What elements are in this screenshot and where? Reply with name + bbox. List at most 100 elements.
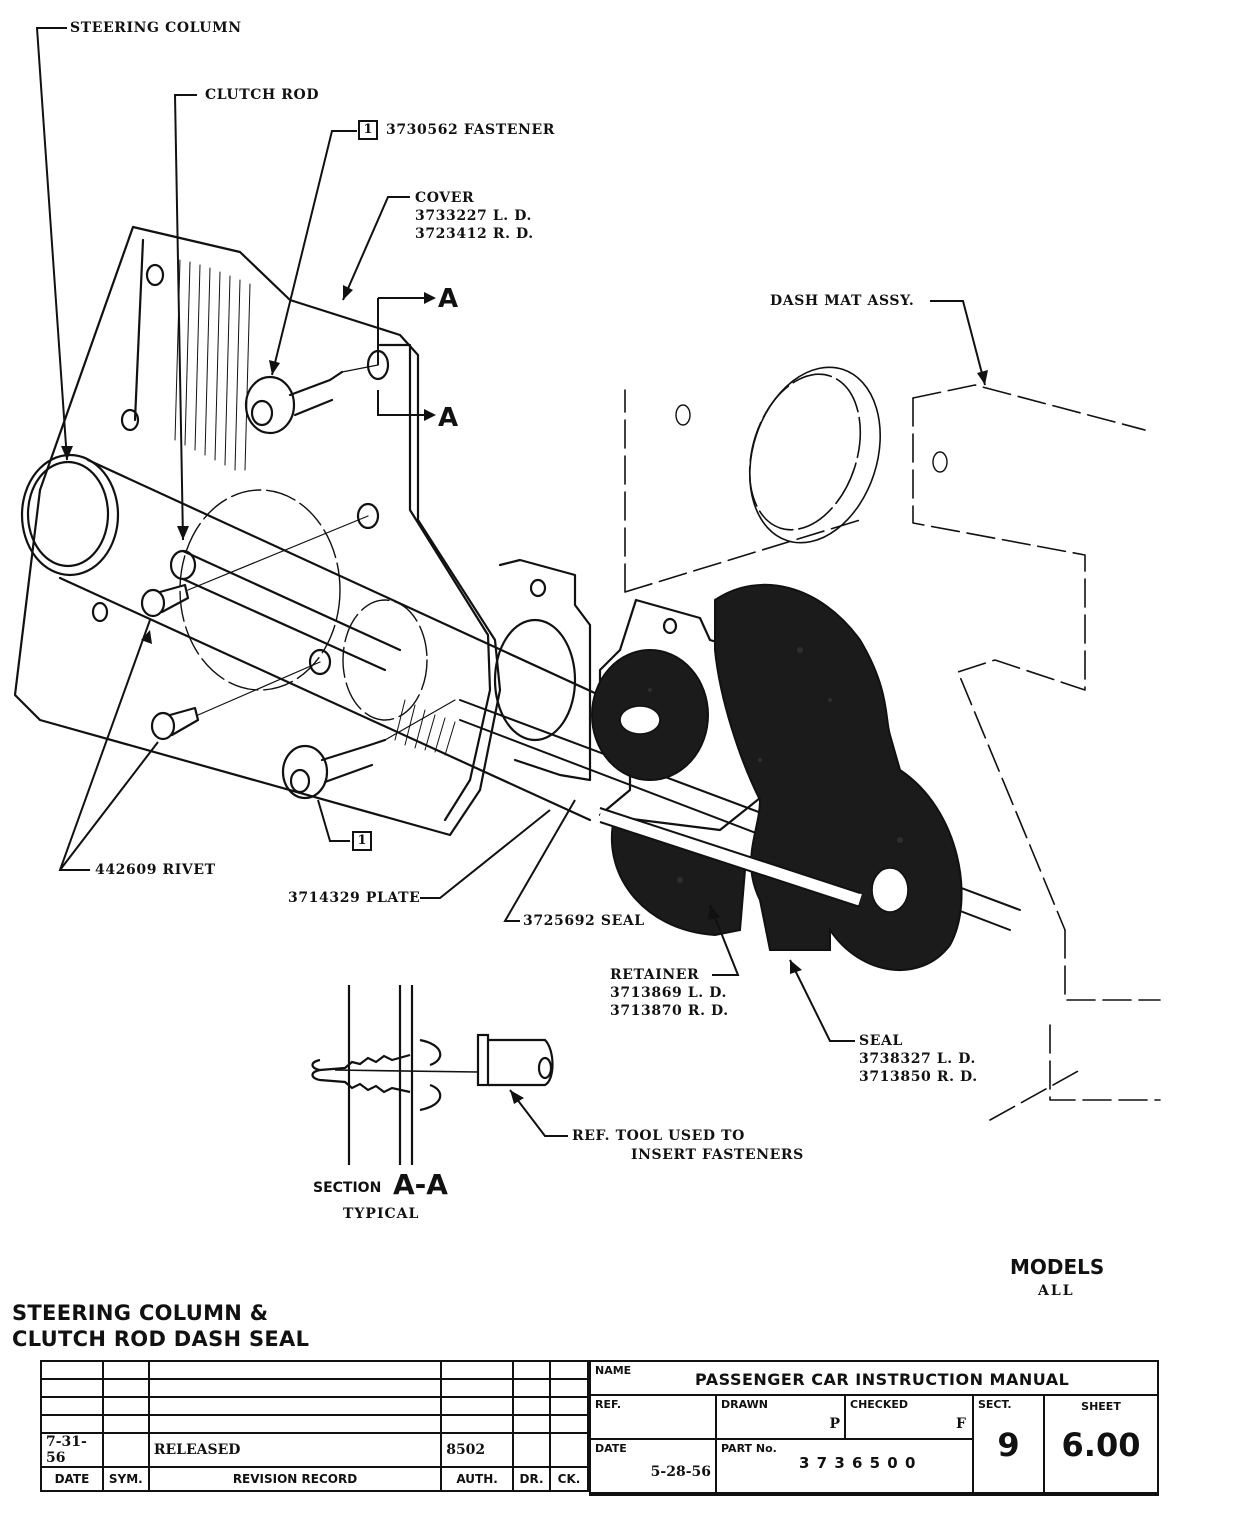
label-retainer-ld: 3713869 L. D.: [610, 985, 727, 1001]
dash-bolt-hole: [932, 451, 948, 473]
rev-dr: [512, 1360, 551, 1380]
models-heading: MODELS: [1010, 1255, 1105, 1279]
fastener-screw: [281, 699, 456, 800]
seal-bore: [619, 705, 661, 735]
part-value: 3 7 3 6 5 0 0: [799, 1454, 917, 1472]
rev-sym: [101, 1432, 150, 1468]
table-row: [40, 1414, 589, 1434]
rev-ck: [549, 1396, 589, 1416]
rev-dr: [512, 1396, 551, 1416]
label-seal-small: 3725692 SEAL: [523, 913, 645, 929]
label-dash-mat: DASH MAT ASSY.: [770, 293, 915, 309]
label-cover-title: COVER: [415, 190, 475, 206]
header-auth: AUTH.: [440, 1466, 515, 1492]
label-retainer-title: RETAINER: [610, 967, 700, 983]
section-marker-upper: A: [438, 284, 459, 314]
rev-auth: [440, 1378, 515, 1398]
header-date: DATE: [40, 1466, 104, 1492]
label-clutch-rod: CLUTCH ROD: [205, 87, 320, 103]
sheet-cell: SHEET 6.00: [1043, 1394, 1159, 1496]
title-block-info: NAME PASSENGER CAR INSTRUCTION MANUAL RE…: [589, 1360, 1159, 1496]
table-row: 7-31-56 RELEASED 8502: [40, 1432, 589, 1468]
checked-value: F: [956, 1416, 966, 1432]
rev-ck: [549, 1414, 589, 1434]
rev-record: [147, 1378, 443, 1398]
drawing-title-line1: STEERING COLUMN &: [12, 1301, 269, 1325]
rivet-hole: [356, 502, 380, 530]
fastener-screw: [244, 364, 379, 435]
rev-auth: [440, 1414, 515, 1434]
checked-caption: CHECKED: [850, 1398, 909, 1411]
rev-record: [147, 1414, 443, 1434]
label-ref-tool-line1: REF. TOOL USED TO: [572, 1128, 745, 1144]
rivet-hole: [308, 648, 332, 676]
section-marker-lower: A: [438, 403, 459, 433]
rev-date: [40, 1378, 104, 1398]
cover-hatching: [174, 259, 456, 756]
dash-mat-outline: [624, 384, 1161, 1121]
label-plate: 3714329 PLATE: [288, 890, 421, 906]
dash-bolt-hole: [675, 404, 691, 426]
header-revision-record: REVISION RECORD: [147, 1466, 443, 1492]
dash-hole-ring: [748, 366, 881, 544]
shaft-through-seal: [598, 809, 862, 906]
table-row: [40, 1396, 589, 1416]
fastener-ref-box-lower: 1: [352, 831, 372, 851]
checked-cell: CHECKED F: [844, 1394, 974, 1440]
rev-sym: [101, 1360, 150, 1380]
table-header-row: DATE SYM. REVISION RECORD AUTH. DR. CK.: [40, 1466, 589, 1492]
header-dr: DR.: [512, 1466, 551, 1492]
models-value: ALL: [1038, 1283, 1075, 1299]
label-ref-tool-line2: INSERT FASTENERS: [631, 1147, 804, 1163]
rev-ck: [549, 1360, 589, 1380]
name-caption: NAME: [595, 1364, 632, 1377]
label-seal-large-ld: 3738327 L. D.: [859, 1051, 976, 1067]
leader-lines: [35, 27, 986, 1137]
header-ck: CK.: [549, 1466, 589, 1492]
rev-ck: [549, 1378, 589, 1398]
seal-texture: [648, 647, 903, 883]
drawing-title-line2: CLUTCH ROD DASH SEAL: [12, 1327, 310, 1351]
rev-record: [147, 1396, 443, 1416]
rev-dr: [512, 1378, 551, 1398]
rev-auth: [440, 1396, 515, 1416]
section-aa-detail: [311, 985, 554, 1165]
header-sym: SYM.: [101, 1466, 150, 1492]
rivet: [150, 706, 200, 741]
steering-column-tube: [20, 453, 612, 822]
rev-dr: [512, 1414, 551, 1434]
label-rivet: 442609 RIVET: [95, 862, 216, 878]
rev-sym: [101, 1414, 150, 1434]
clutch-rod: [169, 549, 402, 672]
label-retainer-rd: 3713870 R. D.: [610, 1003, 729, 1019]
rev-date: [40, 1396, 104, 1416]
rev-ck: [549, 1432, 589, 1468]
section-note: TYPICAL: [343, 1206, 420, 1222]
rev-record: [147, 1360, 443, 1380]
sect-caption: SECT.: [978, 1398, 1012, 1411]
sect-cell: SECT. 9: [972, 1394, 1045, 1496]
date-value: 5-28-56: [650, 1464, 711, 1480]
plate-opening: [493, 618, 577, 742]
sheet-caption: SHEET: [1081, 1400, 1121, 1413]
drawn-cell: DRAWN P: [715, 1394, 846, 1440]
rev-sym: [101, 1396, 150, 1416]
name-value: PASSENGER CAR INSTRUCTION MANUAL: [695, 1370, 1070, 1389]
seal-bore: [871, 867, 909, 913]
drawing-title: STEERING COLUMN & CLUTCH ROD DASH SEAL: [12, 1300, 309, 1352]
drawn-value: P: [829, 1416, 840, 1432]
table-row: [40, 1360, 589, 1380]
table-row: [40, 1378, 589, 1398]
rivet: [140, 583, 190, 618]
section-id: A-A: [393, 1168, 448, 1201]
label-cover-rd: 3723412 R. D.: [415, 226, 534, 242]
sect-value: 9: [997, 1426, 1020, 1464]
fastener-ref-box: 1: [358, 120, 378, 140]
label-seal-large-rd: 3713850 R. D.: [859, 1069, 978, 1085]
rev-dr: [512, 1432, 551, 1468]
rev-date: 7-31-56: [40, 1432, 104, 1468]
rev-date: [40, 1360, 104, 1380]
date-cell: DATE 5-28-56: [589, 1438, 717, 1496]
label-steering-column: STEERING COLUMN: [70, 20, 242, 36]
